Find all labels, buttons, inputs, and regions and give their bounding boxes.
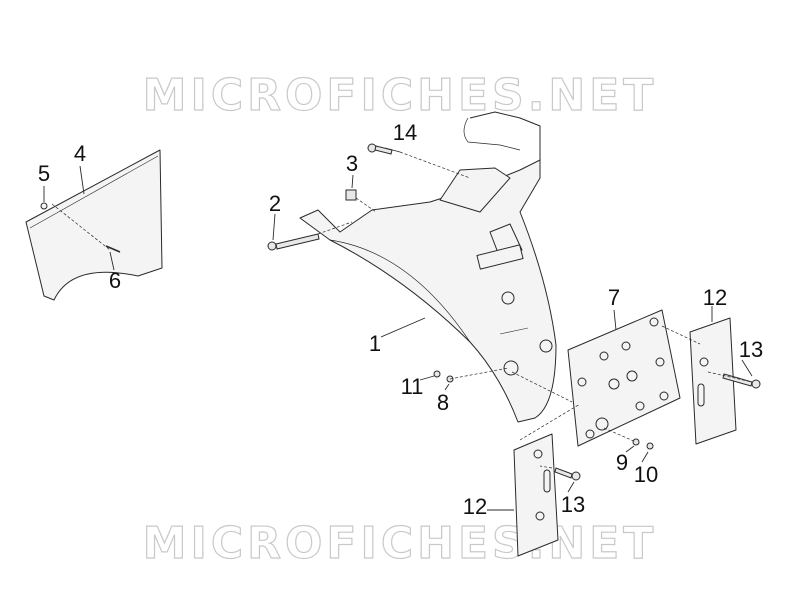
callout-11: 11 (400, 374, 424, 399)
callout-4: 4 (73, 141, 87, 166)
part-11-clip (433, 370, 441, 378)
callout-3: 3 (345, 151, 359, 176)
callout-7: 7 (607, 285, 621, 310)
callout-13-right: 13 (738, 337, 764, 362)
part-10-washer (646, 442, 654, 450)
part-13-screw-left (554, 467, 581, 481)
callout-14: 14 (392, 120, 418, 145)
callout-2: 2 (268, 191, 282, 216)
callout-12-right: 12 (702, 285, 728, 310)
callout-5: 5 (37, 161, 51, 186)
callout-13-left: 13 (560, 492, 586, 517)
part-12-reflector-left (513, 433, 559, 557)
callout-6: 6 (108, 268, 122, 293)
callout-10: 10 (633, 462, 659, 487)
callout-12-left: 12 (462, 494, 488, 519)
part-4-side-panel (25, 149, 163, 301)
part-5-clip (40, 202, 48, 210)
part-2-screw (267, 233, 320, 251)
callout-8: 8 (436, 390, 450, 415)
part-9-screw (632, 438, 640, 446)
callout-9: 9 (615, 450, 629, 475)
part-12-reflector-right (689, 317, 737, 445)
part-3-clip (345, 189, 357, 201)
callout-1: 1 (368, 331, 382, 356)
part-7-plate-bracket (567, 309, 681, 447)
